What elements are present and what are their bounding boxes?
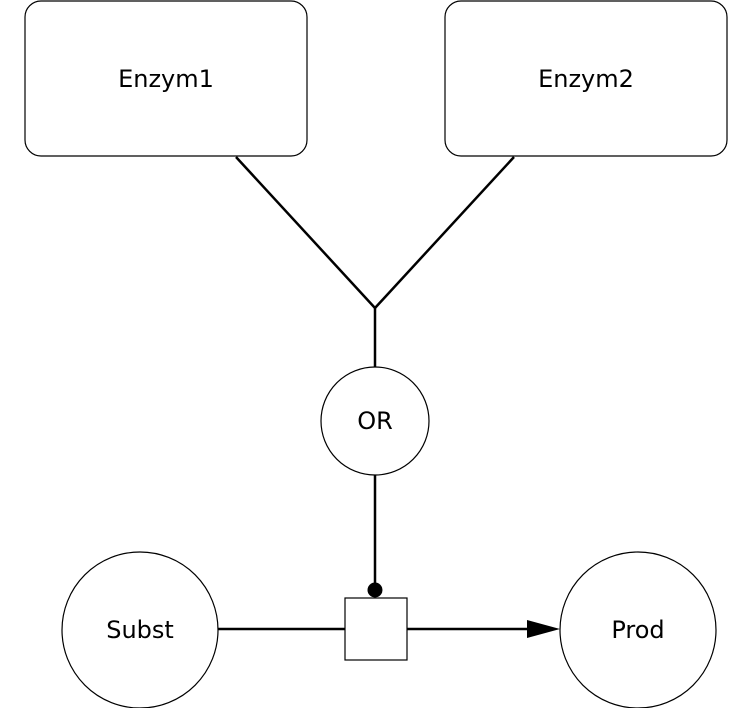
node-prod[interactable]: Prod [559,551,717,708]
edge-enzym1-to-junction [235,156,376,309]
node-enzym1[interactable]: Enzym1 [24,0,308,157]
production-arrowhead [527,620,560,638]
subst-circle [61,551,219,708]
node-or-gate[interactable]: OR [320,366,430,476]
enzym2-label: Enzym2 [538,65,634,93]
edge-enzym2-to-junction [374,156,515,309]
enzym1-box [24,0,308,157]
node-process[interactable] [344,597,408,661]
enzym1-label: Enzym1 [118,65,214,93]
catalysis-marker [367,582,383,598]
process-square [344,597,408,661]
or-gate-circle [320,366,430,476]
prod-circle [559,551,717,708]
or-gate-label: OR [357,407,393,435]
enzym2-box [444,0,728,157]
subst-label: Subst [106,616,174,644]
edges [218,156,560,638]
prod-label: Prod [611,616,664,644]
node-subst[interactable]: Subst [61,551,219,708]
node-enzym2[interactable]: Enzym2 [444,0,728,157]
